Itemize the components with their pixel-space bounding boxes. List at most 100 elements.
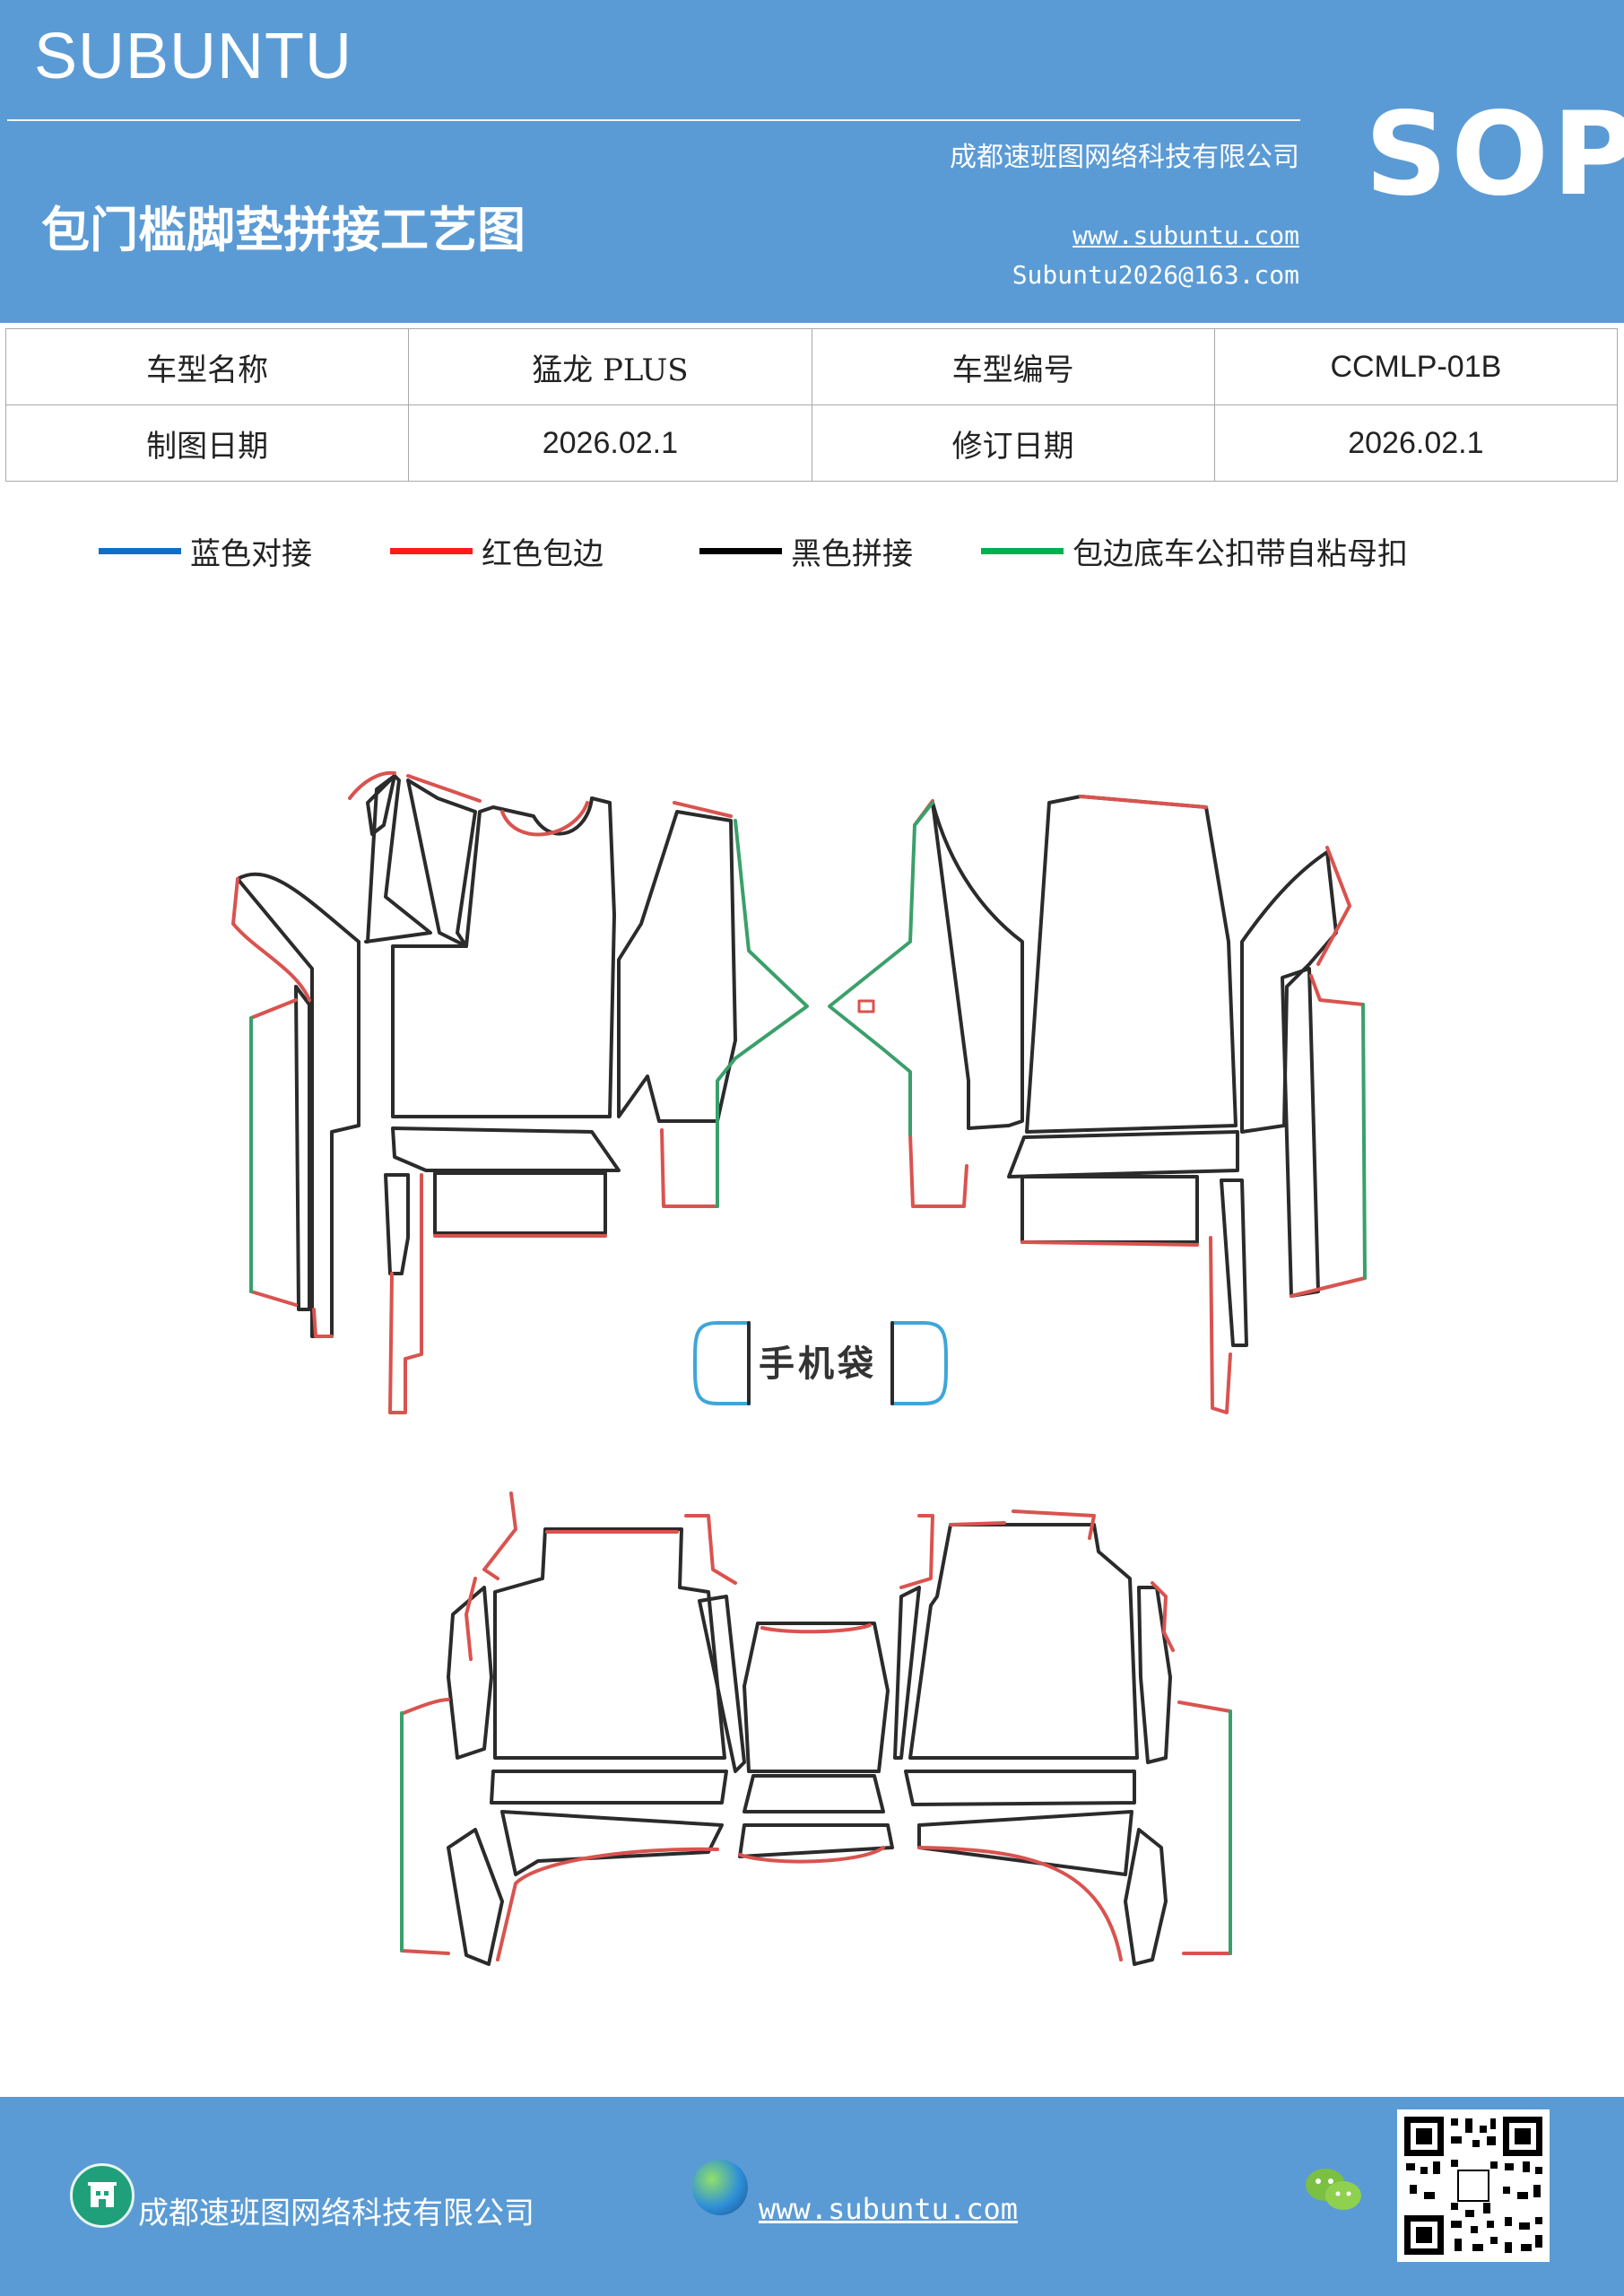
red-edge <box>406 774 482 803</box>
table-row: 车型名称 猛龙 PLUS 车型编号 CCMLP-01B <box>4 328 1619 405</box>
small-slot <box>857 999 875 1013</box>
color-legend: 蓝色对接 红色包边 黑色拼接 包边底车公扣带自粘母扣 <box>0 529 1624 574</box>
wechat-icon <box>1302 2163 1365 2217</box>
draw-date-value: 2026.02.1 <box>408 404 812 482</box>
mat-piece <box>366 774 396 836</box>
red-edge <box>1151 1581 1175 1652</box>
footer-company-name: 成都速班图网络科技有限公司 <box>138 2196 534 2231</box>
red-edge <box>684 1514 737 1585</box>
phone-pocket-label: 手机袋 <box>759 1344 877 1385</box>
mat-piece <box>391 1126 621 1172</box>
red-edge <box>1079 795 1208 809</box>
red-edge <box>899 1514 934 1589</box>
phone-pocket-left-outline <box>693 1321 751 1405</box>
red-edge <box>908 1133 968 1208</box>
mat-piece <box>908 1523 1139 1760</box>
mat-piece <box>294 985 311 1311</box>
mat-piece <box>447 1828 504 1966</box>
revision-date-value: 2026.02.1 <box>1213 404 1619 482</box>
footer-banner: 成都速班图网络科技有限公司 www.subuntu.com <box>0 2097 1624 2296</box>
legend-swatch <box>699 548 782 554</box>
table-row: 制图日期 2026.02.1 修订日期 2026.02.1 <box>4 404 1619 482</box>
mat-piece <box>236 872 360 1338</box>
green-edge <box>828 801 934 1136</box>
mat-piece <box>490 1770 728 1805</box>
legend-swatch <box>390 548 473 554</box>
mat-piece <box>391 796 616 1118</box>
globe-icon <box>692 2160 748 2215</box>
mat-piece <box>1020 1175 1199 1244</box>
building-icon <box>70 2163 135 2228</box>
red-edge <box>760 1623 872 1634</box>
red-binding-edges <box>231 770 1367 1961</box>
mat-piece <box>406 778 477 948</box>
mat-piece <box>617 810 737 1123</box>
model-code-label: 车型编号 <box>811 328 1215 405</box>
legend-item-red: 红色包边 <box>390 529 604 573</box>
legend-label: 黑色拼接 <box>791 536 913 572</box>
mat-piece <box>743 1774 885 1813</box>
red-edge <box>1209 1236 1232 1414</box>
red-edge <box>673 801 733 818</box>
red-edge <box>1316 846 1351 966</box>
mat-piece <box>493 1527 726 1760</box>
mat-piece <box>698 1595 746 1773</box>
mat-piece <box>743 1622 890 1773</box>
vehicle-info-table: 车型名称 猛龙 PLUS 车型编号 CCMLP-01B 制图日期 2026.02… <box>4 328 1619 482</box>
red-edge <box>388 1173 423 1414</box>
mat-piece <box>433 1171 607 1235</box>
legend-label: 蓝色对接 <box>190 536 312 572</box>
red-edge <box>660 1128 719 1208</box>
red-edge <box>500 801 589 837</box>
mat-piece <box>447 1586 493 1760</box>
red-edge <box>738 1846 885 1864</box>
website-link[interactable]: www.subuntu.com <box>1073 221 1299 250</box>
legend-swatch <box>981 548 1064 554</box>
red-edge <box>1177 1700 1232 1713</box>
red-edge <box>465 1577 477 1661</box>
green-edge <box>1361 1003 1367 1280</box>
revision-date-label: 修订日期 <box>811 404 1215 482</box>
red-edge <box>348 770 396 800</box>
brand-name: SUBUNTU <box>34 21 353 92</box>
footer-website-link[interactable]: www.subuntu.com <box>759 2192 1018 2226</box>
draw-date-label: 制图日期 <box>4 404 410 482</box>
red-edge <box>1290 1276 1367 1298</box>
phone-pocket-right-outline <box>890 1321 948 1405</box>
red-edge <box>231 877 311 1002</box>
mat-piece <box>1007 1130 1239 1178</box>
mat-piece <box>904 1770 1136 1806</box>
red-edge <box>917 1846 1123 1961</box>
mat-piece <box>1281 967 1320 1298</box>
mat-piece <box>1025 795 1238 1134</box>
green-edge <box>716 819 809 1208</box>
red-edge <box>249 1290 298 1307</box>
red-edge <box>1012 1509 1096 1540</box>
header-banner: SUBUNTU 成都速班图网络科技有限公司 包门槛脚垫拼接工艺图 www.sub… <box>0 0 1624 323</box>
qr-code <box>1397 2109 1550 2262</box>
email-address: Subuntu2026@163.com <box>1012 260 1299 290</box>
red-edge <box>402 1698 450 1715</box>
legend-label: 红色包边 <box>482 536 604 572</box>
header-divider <box>7 119 1300 121</box>
floor-mat-diagram <box>231 770 1367 1966</box>
legend-item-black: 黑色拼接 <box>699 529 913 573</box>
model-name-label: 车型名称 <box>4 328 410 405</box>
mat-piece <box>917 1810 1133 1876</box>
red-edge <box>400 1949 450 1955</box>
document-title: 包门槛脚垫拼接工艺图 <box>41 201 525 258</box>
red-edge <box>949 1521 1006 1526</box>
legend-item-green: 包边底车公扣带自粘母扣 <box>981 529 1408 573</box>
company-name: 成都速班图网络科技有限公司 <box>950 142 1299 173</box>
mat-piece <box>931 801 1024 1130</box>
red-edge <box>496 1847 719 1961</box>
green-hook-edges <box>249 801 1367 1955</box>
legend-item-blue: 蓝色对接 <box>99 529 312 573</box>
red-edge <box>249 998 298 1020</box>
model-code-value: CCMLP-01B <box>1213 328 1619 405</box>
red-edge <box>1309 974 1365 1006</box>
red-edge <box>312 1308 334 1338</box>
red-edge <box>1020 1240 1199 1247</box>
legend-swatch <box>99 548 181 554</box>
mat-piece <box>1124 1828 1168 1966</box>
